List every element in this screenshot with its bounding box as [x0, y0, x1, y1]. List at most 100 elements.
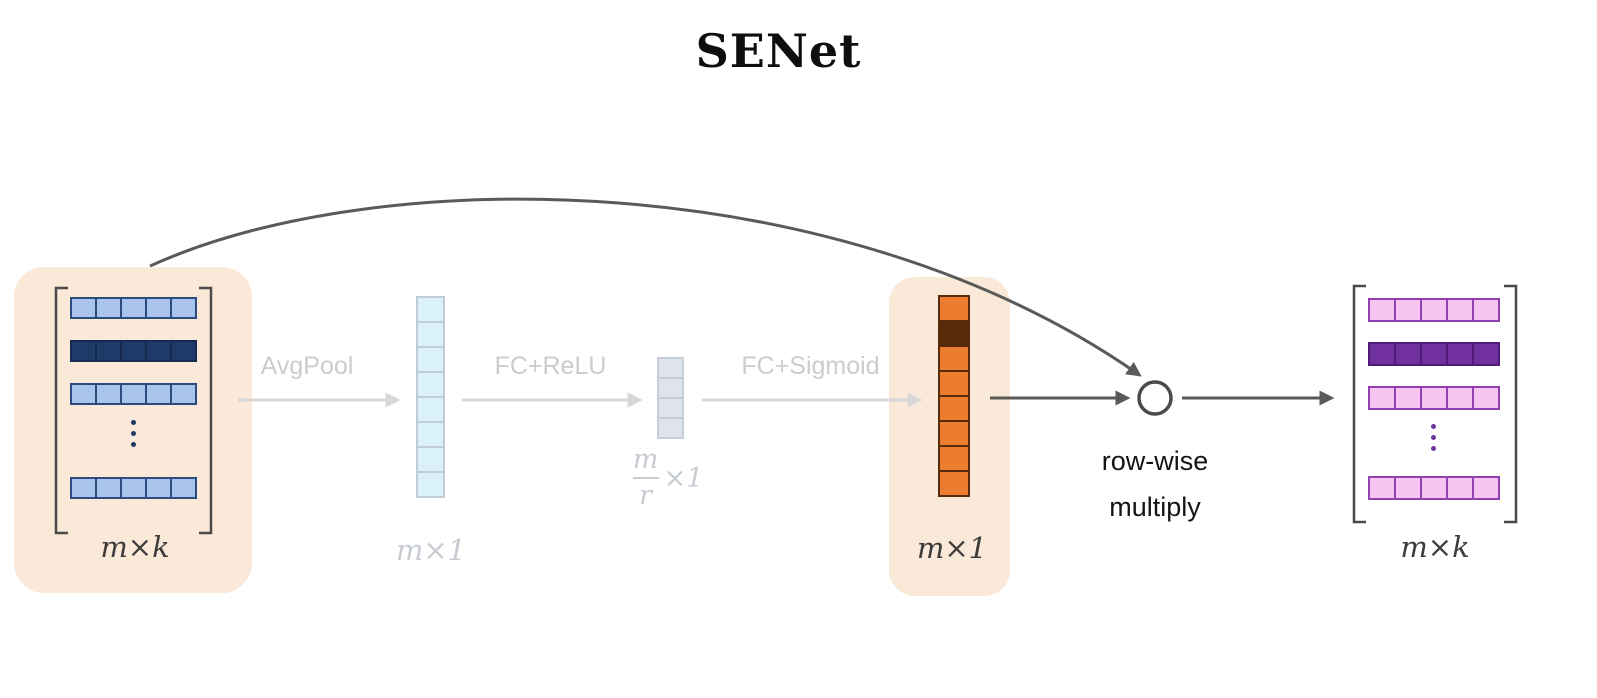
fc-sigmoid-label: FC+Sigmoid: [741, 352, 880, 380]
ellipsis-dot: [1431, 424, 1436, 429]
bottleneck-vector-cell: [657, 357, 684, 379]
ellipsis-dot: [1431, 446, 1436, 451]
input-matrix-row: [70, 297, 197, 319]
output-matrix-left-bracket: [1352, 284, 1366, 524]
input-matrix-cell: [145, 340, 172, 362]
output-matrix-cell: [1368, 476, 1396, 500]
output-matrix-cell: [1420, 298, 1448, 322]
input-matrix-cell: [70, 340, 97, 362]
output-matrix-cell: [1446, 386, 1474, 410]
output-matrix-cell: [1368, 342, 1396, 366]
input-matrix-row-highlighted: [70, 340, 197, 362]
output-matrix-cell: [1394, 386, 1422, 410]
bottleneck-vector-cell: [657, 377, 684, 399]
output-matrix-cell: [1394, 342, 1422, 366]
bottleneck-vector-cell: [657, 417, 684, 439]
output-matrix-row: [1368, 298, 1500, 322]
excitation-vector: [938, 295, 970, 497]
fraction-denominator: r: [639, 480, 653, 512]
multiply-label-line1: row-wise: [1101, 446, 1209, 476]
excitation-vector-cell: [938, 420, 970, 447]
pooled-vector-cell: [416, 471, 445, 498]
pooled-vector-dim-label: m×1: [395, 533, 467, 567]
input-matrix-cell: [170, 297, 197, 319]
output-matrix-row: [1368, 476, 1500, 500]
output-matrix-cell: [1368, 386, 1396, 410]
pooled-vector-cell: [416, 346, 445, 373]
input-matrix-cell: [95, 340, 122, 362]
output-matrix-right-bracket: [1504, 284, 1518, 524]
input-matrix-cell: [95, 297, 122, 319]
multiply-node-label: row-wise multiply: [1040, 438, 1270, 530]
excitation-vector-dim-label: m×1: [916, 531, 988, 565]
output-matrix-cell: [1446, 342, 1474, 366]
output-matrix-cell: [1368, 298, 1396, 322]
input-matrix-cell: [170, 477, 197, 499]
excitation-vector-cell: [938, 320, 970, 347]
input-matrix-cell: [120, 477, 147, 499]
output-matrix-cell: [1420, 386, 1448, 410]
input-matrix-cell: [70, 297, 97, 319]
bottleneck-vector: [657, 357, 684, 439]
output-matrix-cell: [1446, 476, 1474, 500]
input-matrix-ellipsis: [131, 420, 136, 447]
output-matrix-cell: [1472, 386, 1500, 410]
input-matrix-cell: [145, 383, 172, 405]
ellipsis-dot: [131, 431, 136, 436]
output-matrix-row-highlighted: [1368, 342, 1500, 366]
input-matrix-cell: [95, 477, 122, 499]
output-matrix-ellipsis: [1431, 424, 1436, 451]
input-matrix-cell: [170, 383, 197, 405]
input-matrix-cell: [120, 383, 147, 405]
pooled-vector-cell: [416, 421, 445, 448]
excitation-vector-cell: [938, 445, 970, 472]
output-matrix-cell: [1472, 476, 1500, 500]
fraction-suffix: ×1: [663, 462, 704, 494]
input-matrix-cell: [170, 340, 197, 362]
ellipsis-dot: [131, 420, 136, 425]
fraction: m r: [632, 444, 659, 512]
input-matrix-right-bracket: [199, 286, 213, 535]
output-matrix-row: [1368, 386, 1500, 410]
excitation-vector-cell: [938, 470, 970, 497]
input-highlight-background: [14, 267, 252, 593]
multiply-label-line2: multiply: [1109, 492, 1201, 522]
ellipsis-dot: [131, 442, 136, 447]
pooled-vector-cell: [416, 396, 445, 423]
output-matrix-cell: [1394, 476, 1422, 500]
ellipsis-dot: [1431, 435, 1436, 440]
input-matrix-cell: [70, 383, 97, 405]
bottleneck-vector-dim-label: m r ×1: [610, 444, 726, 512]
input-matrix-cell: [145, 477, 172, 499]
fraction-bar: [632, 477, 659, 480]
multiply-node-circle: [1137, 380, 1173, 416]
fc-relu-label: FC+ReLU: [494, 352, 607, 380]
output-matrix-cell: [1446, 298, 1474, 322]
input-matrix-cell: [145, 297, 172, 319]
excitation-vector-cell: [938, 370, 970, 397]
output-matrix-cell: [1420, 476, 1448, 500]
pooled-vector-cell: [416, 371, 445, 398]
input-matrix-row: [70, 477, 197, 499]
pooled-vector-cell: [416, 321, 445, 348]
input-matrix-cell: [70, 477, 97, 499]
output-matrix-cell: [1394, 298, 1422, 322]
output-matrix-cell: [1420, 342, 1448, 366]
input-matrix-row: [70, 383, 197, 405]
pooled-vector-cell: [416, 446, 445, 473]
skip-connection-arrow: [149, 197, 1142, 377]
output-matrix-dim-label: m×k: [1400, 530, 1470, 564]
input-matrix-left-bracket: [54, 286, 68, 535]
excitation-vector-cell: [938, 295, 970, 322]
pooled-vector-cell: [416, 296, 445, 323]
excitation-vector-cell: [938, 345, 970, 372]
input-matrix-dim-label: m×k: [100, 530, 170, 564]
input-matrix-cell: [120, 297, 147, 319]
avgpool-label: AvgPool: [260, 352, 354, 380]
fraction-numerator: m: [632, 444, 659, 475]
input-matrix-cell: [120, 340, 147, 362]
bottleneck-vector-cell: [657, 397, 684, 419]
pooled-vector: [416, 296, 445, 498]
